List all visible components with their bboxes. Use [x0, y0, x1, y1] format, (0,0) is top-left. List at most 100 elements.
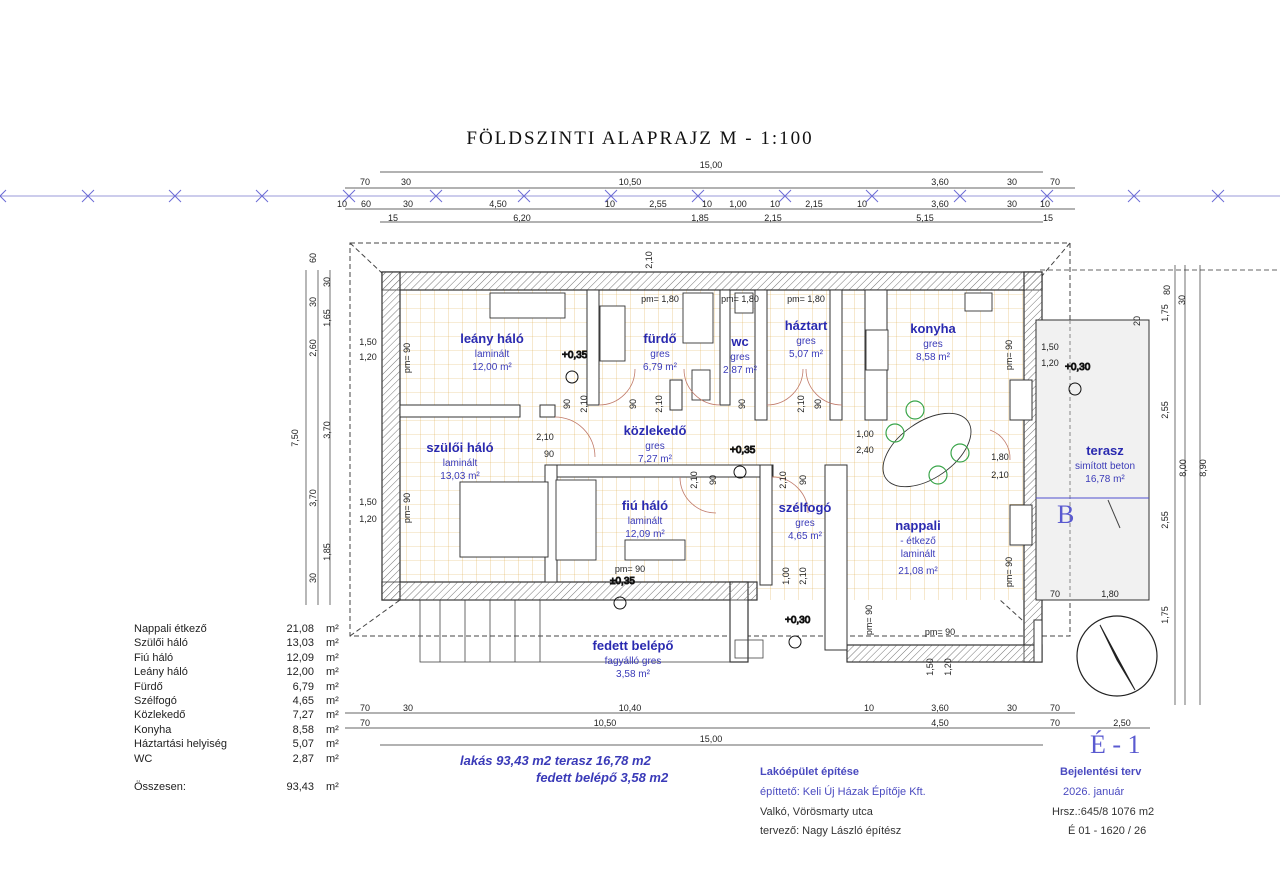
dimension-label: 30: [308, 297, 318, 307]
summary-line-1: lakás 93,43 m2 terasz 16,78 m2: [460, 753, 651, 768]
room-area-nappali: 21,08 m²: [898, 566, 938, 577]
project-designer: tervező: Nagy László építész: [760, 825, 902, 837]
dimension-label: 2,10: [689, 471, 699, 489]
dimension-label: 70: [1050, 589, 1060, 599]
room-floor: gres: [650, 349, 669, 360]
area-unit: m²: [326, 694, 339, 707]
dimension-label: pm= 90: [1004, 557, 1014, 587]
level-label: +0,35: [730, 445, 756, 456]
room-name: wc: [730, 334, 748, 349]
room-floor: laminált: [475, 349, 510, 360]
dimension-label: 2,10: [579, 395, 589, 413]
dimension-label: 10,50: [619, 177, 642, 187]
dimension-label: 20: [1132, 316, 1142, 326]
dimension-label: 90: [813, 399, 823, 409]
area-name: Szülői háló: [134, 637, 188, 650]
dimension-label: 2,15: [764, 213, 782, 223]
room-area: 5,07 m²: [789, 349, 824, 360]
dimension-label: 8,90: [1198, 459, 1208, 477]
dimension-label: 4,50: [931, 718, 949, 728]
area-unit: m²: [326, 680, 339, 693]
room-name: fedett belépő: [593, 638, 674, 653]
dimension-label: 10: [857, 199, 867, 209]
room-floor: fagyálló gres: [605, 656, 662, 667]
room-name: nappali: [895, 518, 941, 533]
axis-marker: [865, 189, 879, 203]
dimension-label: 3,60: [931, 177, 949, 187]
dimension-label: 1,20: [943, 658, 953, 676]
dimension-label: pm= 90: [864, 605, 874, 635]
north-arrow-icon: [1076, 615, 1158, 697]
axis-marker: [953, 189, 967, 203]
axis-marker: [0, 189, 7, 197]
axis-marker: [517, 189, 531, 203]
area-table-row: Közlekedő 7,27 m²: [134, 708, 356, 722]
dimension-label: 1,75: [1160, 606, 1170, 624]
axis-marker: [255, 189, 269, 203]
dimension-label: 2,10: [796, 395, 806, 413]
dimension-label: 1,65: [322, 309, 332, 327]
dimension-label: 2,10: [644, 251, 654, 269]
room-name: terasz: [1086, 443, 1124, 458]
dimension-label: 1,50: [925, 658, 935, 676]
room-floor: gres: [795, 518, 814, 529]
dimension-label: 1,85: [691, 213, 709, 223]
dimension-label: 15: [1043, 213, 1053, 223]
room-area: 4,65 m²: [788, 531, 823, 542]
dimension-label: pm= 1,80: [721, 294, 759, 304]
area-name: Fiú háló: [134, 651, 174, 664]
room-area: 13,03 m²: [440, 471, 480, 482]
dimension-label: 60: [308, 253, 318, 263]
dimension-label: 10: [337, 199, 347, 209]
area-unit: m²: [326, 623, 339, 635]
area-name: Nappali étkező: [134, 623, 207, 635]
dimension-label: 1,75: [1160, 304, 1170, 322]
dimension-label: 1,80: [991, 452, 1009, 462]
room-name: szélfogó: [779, 500, 832, 515]
area-value: 21,08: [286, 623, 314, 635]
area-value: 12,00: [286, 666, 314, 679]
level-marker-icon: [788, 635, 802, 649]
area-value: 7,27: [292, 709, 314, 722]
dimension-label: 2,15: [805, 199, 823, 209]
dimension-label: 2,50: [1113, 718, 1131, 728]
dimension-label: 80: [1162, 285, 1172, 295]
level-marker-icon: [565, 370, 579, 384]
dimension-label: pm= 90: [615, 564, 645, 574]
room-name: szülői háló: [426, 440, 493, 455]
axis-marker: [342, 189, 356, 203]
dimension-label: 15,00: [700, 160, 723, 170]
room-area: 2,87 m²: [723, 365, 758, 376]
room-area: 6,79 m²: [643, 362, 678, 373]
dimension-label: 70: [360, 703, 370, 713]
dimension-label: 1,50: [359, 497, 377, 507]
room-name: fürdő: [643, 331, 676, 346]
dimension-label: 2,60: [308, 339, 318, 357]
level-marker-icon: [613, 596, 627, 610]
room-floor: gres: [923, 339, 942, 350]
room-floor: laminált: [628, 516, 663, 527]
dimension-label: 2,10: [536, 432, 554, 442]
room-floor: gres: [730, 352, 749, 363]
dimension-label: 10,50: [594, 718, 617, 728]
area-unit: m²: [326, 709, 339, 722]
area-name: Közlekedő: [134, 709, 186, 722]
dimension-label: pm= 90: [402, 343, 412, 373]
axis-marker: [604, 189, 618, 203]
area-name: Fürdő: [134, 680, 163, 693]
axis-marker: [1127, 189, 1141, 203]
dimension-label: 90: [708, 475, 718, 485]
room-name: konyha: [910, 321, 956, 336]
area-name: WC: [134, 752, 153, 765]
dimension-label: 10: [702, 199, 712, 209]
dimension-label: 90: [562, 399, 572, 409]
axis-marker: [429, 189, 443, 203]
room-area: 12,09 m²: [625, 529, 665, 540]
room-area: 16,78 m²: [1085, 474, 1125, 485]
